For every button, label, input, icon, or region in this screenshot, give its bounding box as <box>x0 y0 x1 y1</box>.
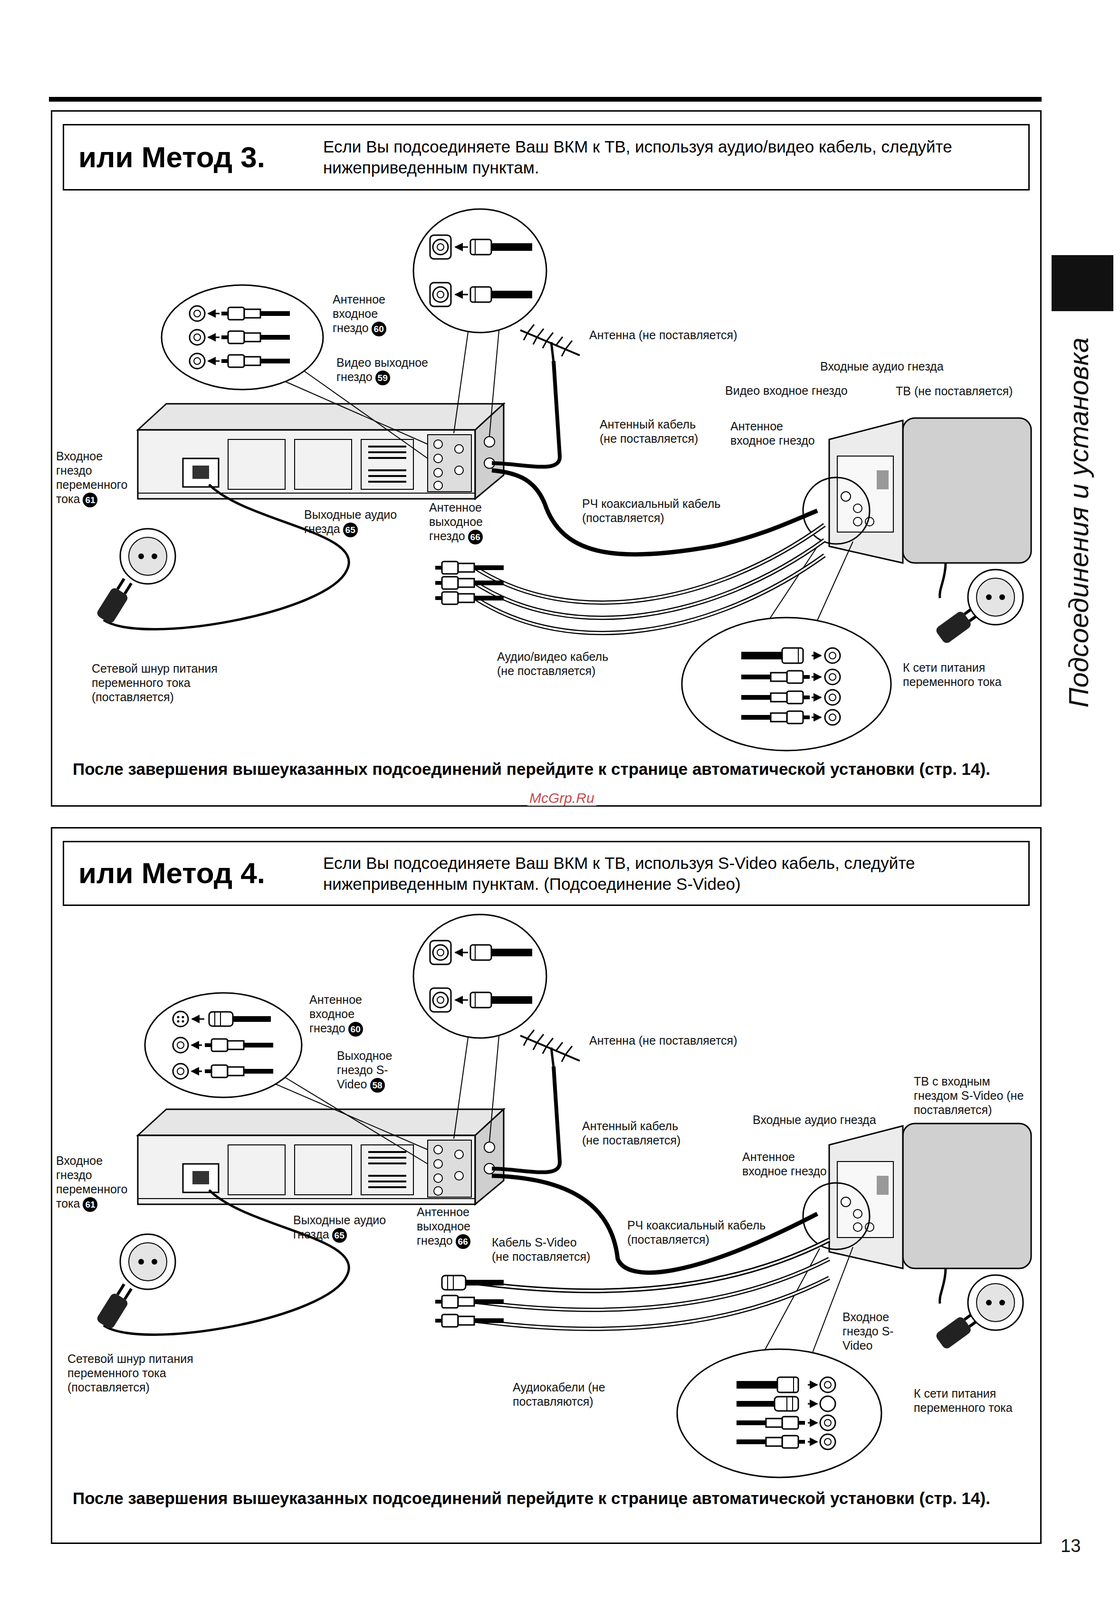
part-label: Видео входное гнездо <box>725 383 848 398</box>
part-label: Антенный кабель (не поставляется) <box>599 417 699 446</box>
label-group: Антенное входное гнездо <box>742 1149 838 1179</box>
method-panel: После завершения вышеуказанных подсоедин… <box>50 110 1042 807</box>
zoom-tv-jacks <box>681 541 891 751</box>
section-tab <box>1051 255 1114 312</box>
instruction-note: После завершения вышеуказанных подсоедин… <box>72 1487 1005 1510</box>
method-header-box: или Метод 3.Если Вы подсоединяете Ваш ВК… <box>62 124 1030 191</box>
label-group: McGrp.Ru <box>527 789 597 807</box>
part-label: К сети питания переменного тока <box>913 1387 1013 1415</box>
label-group: Антенное выходное гнездо66 <box>429 500 501 545</box>
callout-number: 59 <box>375 370 391 386</box>
callout-number: 61 <box>82 1197 98 1213</box>
callout-number: 61 <box>82 492 98 508</box>
label-group: Выходные аудио гнезда65 <box>304 507 407 538</box>
part-label: Входные аудио гнезда <box>752 1113 877 1127</box>
label-group: Сетевой шнур питания переменного тока (п… <box>91 661 228 705</box>
label-group: Входное гнездо S-Video <box>842 1310 900 1353</box>
callout-number: 66 <box>468 529 483 545</box>
label-group: Видео выходное гнездо59 <box>336 355 439 386</box>
rf-coax-cable <box>491 1176 818 1274</box>
callout-number: 65 <box>343 522 358 538</box>
part-label: Кабель S-Video (не поставляется) <box>491 1235 591 1264</box>
part-label: Аудио/видео кабель (не поставляется) <box>497 650 609 678</box>
method-title: или Метод 3. <box>78 141 324 174</box>
zoom-svideo-jacks <box>144 993 428 1165</box>
label-group: Антенна (не поставляется) <box>589 1033 738 1048</box>
label-group: Аудио/видео кабель (не поставляется) <box>497 649 623 679</box>
label-group: Подсоединения и установка <box>1062 337 1096 708</box>
part-label: Входное гнездо S-Video <box>842 1310 894 1353</box>
label-group: ТВ (не поставляется) <box>895 383 1013 399</box>
method-panel: После завершения вышеуказанных подсоедин… <box>50 827 1042 1545</box>
label-group: Антенный кабель (не поставляется) <box>582 1119 697 1148</box>
part-label: Входные аудио гнезда <box>820 359 944 374</box>
method-header-box: или Метод 4.Если Вы подсоединяете Ваш ВК… <box>62 841 1030 907</box>
zoom-av-jacks <box>161 285 428 459</box>
label-group: Входные аудио гнезда <box>820 359 944 374</box>
rf-coax-cable <box>491 470 818 555</box>
label-group: ТВ с входным гнездом S-Video (не поставл… <box>913 1074 1033 1118</box>
callout-number: 65 <box>332 1228 347 1244</box>
method-description: Если Вы подсоединяете Ваш ВКМ к ТВ, испо… <box>323 852 998 895</box>
label-group: 13 <box>1060 1535 1081 1558</box>
av-cable <box>435 525 825 634</box>
label-group: К сети питания переменного тока <box>913 1386 1026 1416</box>
part-label: Сетевой шнур питания переменного тока (п… <box>91 661 218 704</box>
label-group: Сетевой шнур питания переменного тока (п… <box>67 1351 203 1395</box>
label-group: Антенна (не поставляется) <box>589 327 738 343</box>
label-group: Входные аудио гнезда <box>752 1112 877 1128</box>
section-heading: Подсоединения и установка <box>1062 337 1094 708</box>
label-group: Выходное гнездо S-Video58 <box>336 1048 409 1093</box>
label-group: Видео входное гнездо <box>725 383 848 398</box>
connection-scene <box>95 914 1032 1351</box>
label-group: Входное гнездо переменного тока61 <box>56 449 137 508</box>
label-group: Выходные аудио гнезда65 <box>293 1213 396 1244</box>
label-group: Кабель S-Video (не поставляется) <box>491 1235 597 1264</box>
label-group: Антенный кабель (не поставляется) <box>599 417 714 446</box>
callout-number: 66 <box>455 1234 471 1250</box>
label-group: К сети питания переменного тока <box>902 660 1015 690</box>
label-group: Антенное входное гнездо60 <box>309 992 388 1037</box>
part-label: Антенное входное гнездо <box>730 419 815 448</box>
callout-number: 60 <box>348 1022 364 1037</box>
part-label: Сетевой шнур питания переменного тока (п… <box>67 1352 194 1395</box>
part-label: К сети питания переменного тока <box>902 660 1002 689</box>
label-group: Входное гнездо переменного тока61 <box>56 1153 137 1213</box>
method-title: или Метод 4. <box>78 857 324 890</box>
label-group: Антенное входное гнездо <box>730 419 826 448</box>
label-group: РЧ коаксиальный кабель (поставляется) <box>582 496 739 526</box>
label-group: Антенное выходное гнездо66 <box>416 1205 489 1250</box>
part-label: РЧ коаксиальный кабель (поставляется) <box>582 497 721 525</box>
label-group: Аудиокабели (не поставляются) <box>512 1380 632 1409</box>
connection-scene <box>95 209 1032 645</box>
part-label: Антенный кабель (не поставляется) <box>582 1119 681 1148</box>
label-group: РЧ коаксиальный кабель (поставляется) <box>627 1218 785 1247</box>
part-label: Антенное входное гнездо <box>742 1150 827 1178</box>
callout-number: 60 <box>371 321 387 337</box>
part-label: РЧ коаксиальный кабель (поставляется) <box>627 1218 766 1247</box>
part-label: ТВ с входным гнездом S-Video (не поставл… <box>913 1074 1024 1117</box>
page-number: 13 <box>1060 1536 1081 1557</box>
top-rule <box>48 96 1042 102</box>
callout-number: 58 <box>370 1078 385 1093</box>
method-description: Если Вы подсоединяете Ваш ВКМ к ТВ, испо… <box>323 136 998 179</box>
label-group: Антенное входное гнездо60 <box>332 292 412 337</box>
watermark: McGrp.Ru <box>527 790 597 806</box>
part-label: ТВ (не поставляется) <box>895 384 1013 398</box>
part-label: Антенна (не поставляется) <box>589 328 738 342</box>
part-label: Аудиокабели (не поставляются) <box>512 1380 606 1409</box>
part-label: Антенна (не поставляется) <box>589 1033 738 1048</box>
instruction-note: После завершения вышеуказанных подсоедин… <box>72 757 1005 781</box>
